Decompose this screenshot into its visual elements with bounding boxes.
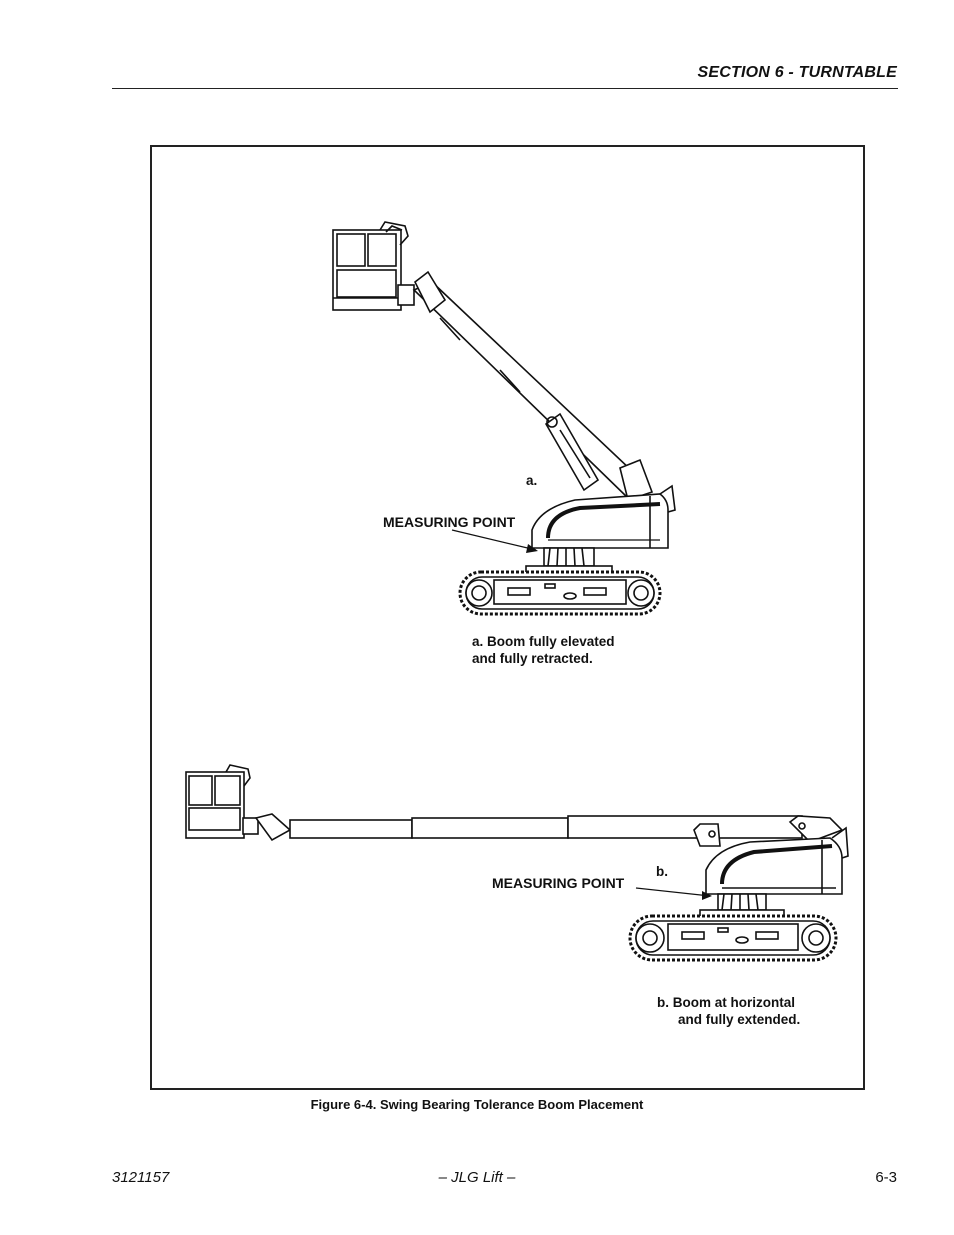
turntable-b (705, 826, 849, 895)
machine-b (185, 764, 849, 962)
view-a-measuring-label: MEASURING POINT (383, 514, 516, 530)
figure-caption: Figure 6-4. Swing Bearing Tolerance Boom… (310, 1097, 644, 1112)
view-b-description-line2: and fully extended. (678, 1012, 800, 1027)
header-rule (112, 88, 898, 89)
view-a-description-line2: and fully retracted. (472, 651, 593, 666)
track-b (628, 914, 838, 962)
boom-a (412, 270, 654, 502)
platform-basket-a (332, 221, 415, 311)
boom-b (254, 813, 844, 847)
view-b-letter: b. (656, 864, 668, 879)
view-b-measuring-label: MEASURING POINT (492, 875, 625, 891)
platform-basket-b (185, 764, 259, 839)
view-a-description-line1: a. Boom fully elevated (472, 634, 615, 649)
view-a-letter: a. (526, 473, 537, 488)
footer-doc-number: 3121157 (112, 1169, 170, 1186)
track-a (458, 570, 662, 616)
swing-bearing-b (699, 893, 785, 919)
section-title: SECTION 6 - TURNTABLE (697, 64, 897, 81)
measuring-pointer-b (635, 887, 711, 897)
measuring-pointer-a (451, 529, 537, 551)
footer-page-number: 6-3 (875, 1169, 897, 1186)
machine-a (332, 221, 676, 616)
view-b-description-line1: b. Boom at horizontal (657, 995, 795, 1010)
footer-publisher: – JLG Lift – (438, 1169, 516, 1186)
turntable-a (531, 484, 676, 549)
figure-frame (150, 145, 865, 1090)
swing-bearing-a (525, 547, 613, 575)
